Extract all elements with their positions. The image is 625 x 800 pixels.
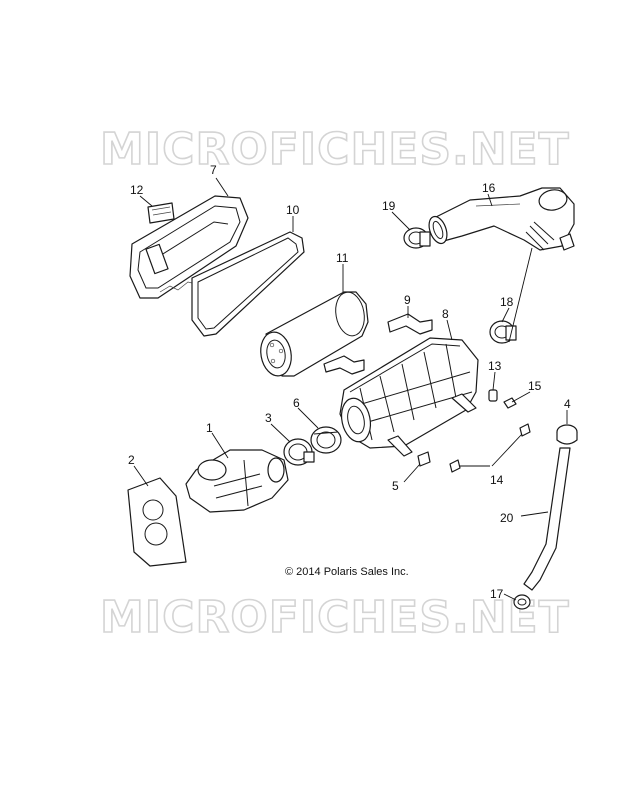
callout-1: 1 [206, 421, 213, 435]
callout-13: 13 [488, 359, 502, 373]
part-14-bolt-a [519, 423, 531, 437]
part-9-clip-lower [323, 355, 365, 375]
callout-7: 7 [210, 163, 217, 177]
callout-8: 8 [442, 307, 449, 321]
part-11-air-filter [260, 291, 369, 377]
callout-6: 6 [293, 396, 300, 410]
part-12-label-sticker [147, 202, 175, 224]
part-9-clip-upper [387, 313, 433, 335]
callout-14: 14 [490, 473, 504, 487]
callout-2: 2 [128, 453, 135, 467]
callout-18: 18 [500, 295, 514, 309]
part-16-intake-duct [428, 187, 575, 251]
part-5-bolt [417, 451, 431, 467]
part-1-inlet-duct [185, 449, 289, 513]
callout-9: 9 [404, 293, 411, 307]
part-8-airbox-housing [339, 337, 479, 457]
part-13-fitting [488, 389, 498, 402]
callout-20: 20 [500, 511, 514, 525]
callout-16: 16 [482, 181, 496, 195]
part-14-bolt-b [449, 459, 461, 473]
part-15-bolt [503, 397, 517, 409]
part-18-clamp [489, 320, 517, 344]
leader-lines [133, 177, 568, 601]
callout-15: 15 [528, 379, 542, 393]
part-17-clamp [513, 594, 531, 610]
part-6-coupler [310, 426, 342, 454]
watermark-bottom: MICROFICHES.NET [100, 592, 570, 643]
part-2-panel [127, 477, 187, 567]
part-19-clamp [403, 227, 431, 249]
part-20-drain-hose [523, 447, 571, 591]
callout-3: 3 [265, 411, 272, 425]
watermark-top: MICROFICHES.NET [100, 124, 570, 175]
callout-4: 4 [564, 397, 571, 411]
callout-19: 19 [382, 199, 396, 213]
part-7-airbox-cover [129, 195, 249, 299]
copyright-text: © 2014 Polaris Sales Inc. [285, 566, 409, 578]
callout-5: 5 [392, 479, 399, 493]
part-4-cap [556, 424, 578, 445]
part-10-gasket [191, 231, 305, 337]
callout-12: 12 [130, 183, 144, 197]
callout-10: 10 [286, 203, 300, 217]
callout-17: 17 [490, 587, 504, 601]
callout-11: 11 [336, 251, 349, 265]
part-3-clamp [283, 438, 315, 466]
